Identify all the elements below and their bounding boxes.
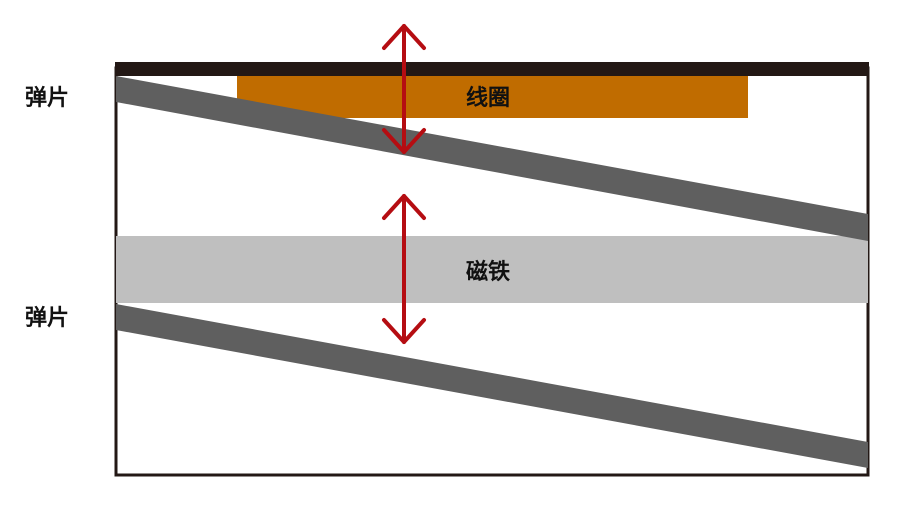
spring-label-top: 弹片 <box>25 86 70 111</box>
spring-strip-top <box>116 76 868 241</box>
magnet-label: 磁铁 <box>466 260 511 285</box>
double-arrow-icon-upper <box>382 24 426 154</box>
coil-label: 线圈 <box>466 86 511 111</box>
double-arrow-icon-lower <box>382 194 426 344</box>
housing-top-bar <box>115 62 869 76</box>
spring-label-bottom: 弹片 <box>25 306 70 331</box>
coil-block <box>237 76 748 118</box>
spring-strip-bottom <box>116 304 868 468</box>
magnet-block <box>116 236 868 303</box>
